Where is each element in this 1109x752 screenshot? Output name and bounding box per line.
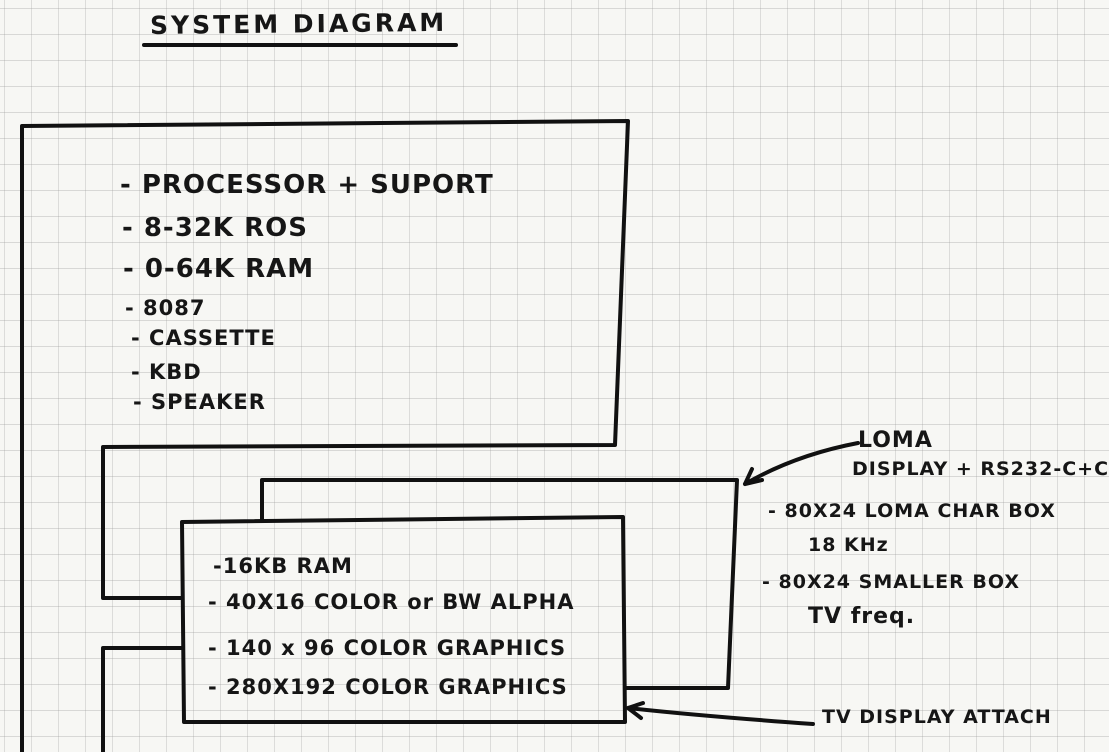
system-item-8087: - 8087 (125, 296, 206, 320)
loma-item-freq: 18 KHz (808, 534, 889, 556)
loma-item-tv-freq: TV freq. (808, 604, 916, 629)
tv-adapter-box (180, 515, 627, 724)
system-item-cassette: - CASSETTE (131, 326, 276, 350)
system-unit-box (20, 119, 630, 752)
tv-display-attach-label: TV DISPLAY ATTACH (822, 706, 1052, 728)
tv-item-high-res-graphics: - 280X192 COLOR GRAPHICS (208, 675, 568, 699)
loma-item-char-box: - 80X24 LOMA CHAR BOX (768, 500, 1056, 522)
lower-slot-line (101, 646, 184, 752)
system-item-kbd: - KBD (131, 360, 202, 384)
system-item-ros: - 8-32K ROS (122, 213, 308, 243)
loma-subheading: DISPLAY + RS232-C+C (852, 458, 1109, 480)
tv-attach-arrow (626, 701, 815, 726)
loma-arrow (743, 441, 860, 486)
loma-heading: LOMA (858, 428, 933, 453)
tv-item-ram: -16KB RAM (213, 554, 353, 578)
system-item-ram: - 0-64K RAM (123, 254, 315, 284)
tv-item-alpha: - 40X16 COLOR or BW ALPHA (208, 590, 575, 614)
loma-item-smaller-box: - 80X24 SMALLER BOX (762, 571, 1020, 593)
tv-item-low-res-graphics: - 140 x 96 COLOR GRAPHICS (208, 636, 567, 660)
loma-adapter-box (260, 478, 739, 690)
system-item-processor: - PROCESSOR + SUPORT (120, 170, 494, 200)
title-underline (142, 43, 458, 47)
system-item-speaker: - SPEAKER (133, 390, 266, 414)
